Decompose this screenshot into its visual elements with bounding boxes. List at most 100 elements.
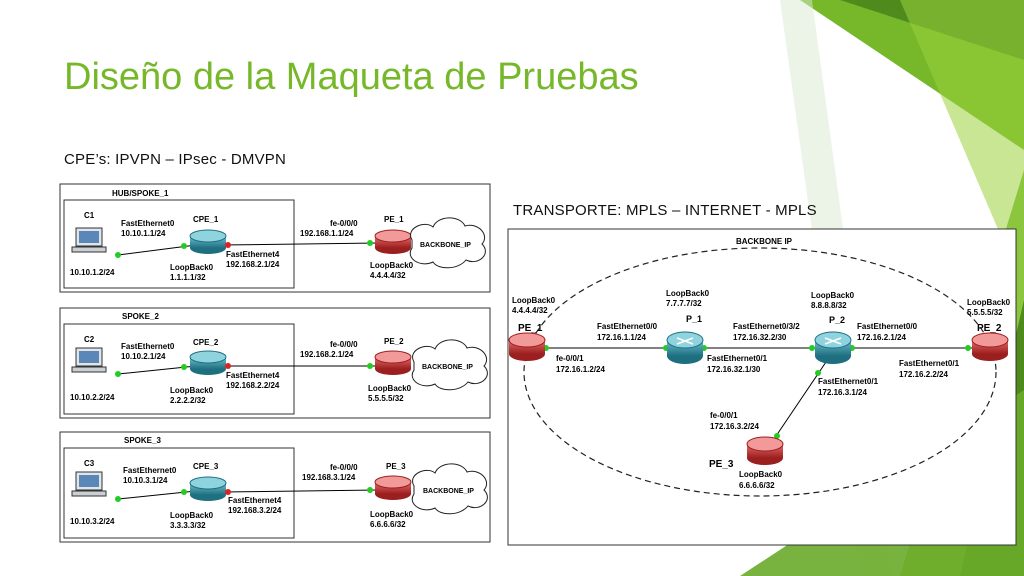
cpe-panel-2: SPOKE_2 C2 10.10.2.2/24 FastEthernet0 10…	[59, 307, 491, 419]
pe2-lb: LoopBack0	[967, 298, 1011, 307]
cpe-heading: CPE’s: IPVPN – IPsec - DMVPN	[64, 151, 287, 168]
panel-title: HUB/SPOKE_1	[112, 189, 169, 198]
panel-title: SPOKE_3	[124, 436, 161, 445]
cpe-name: CPE_2	[193, 338, 219, 347]
pe2-name: PE_2	[977, 323, 1002, 334]
port-led	[225, 363, 231, 369]
port-led	[367, 487, 373, 493]
cpe-wan-ip: 192.168.2.2/24	[226, 381, 280, 390]
port-led	[225, 489, 231, 495]
pe-lb: LoopBack0	[370, 510, 414, 519]
p1-lb-ip: 7.7.7.7/32	[666, 299, 702, 308]
pc-if: FastEthernet0	[121, 219, 175, 228]
port-led	[181, 489, 187, 495]
backbone-panel: BACKBONE IP	[507, 228, 1017, 546]
pe3-if1: fe-0/0/1	[710, 411, 738, 420]
pe1-router-icon	[508, 332, 546, 361]
pc-name: C2	[84, 335, 95, 344]
pe-router-icon	[374, 475, 412, 500]
cpe-panel-3: SPOKE_3 C3 10.10.3.2/24 FastEthernet0 10…	[59, 431, 491, 543]
cpe-router-icon	[189, 476, 227, 501]
pc-ip: 10.10.2.2/24	[70, 393, 115, 402]
pe-if: fe-0/0/0	[330, 340, 358, 349]
port-led	[774, 433, 780, 439]
p2-lb-ip: 8.8.8.8/32	[811, 301, 847, 310]
pe-lb: LoopBack0	[370, 261, 414, 270]
port-led	[965, 345, 971, 351]
pc-name: C1	[84, 211, 95, 220]
cpe-lb-ip: 2.2.2.2/32	[170, 396, 206, 405]
port-led	[181, 243, 187, 249]
wan-link	[221, 242, 379, 246]
cpe-router-icon	[189, 350, 227, 375]
p1-switch-icon	[666, 331, 704, 364]
pe2-if1: FastEthernet0/1	[899, 359, 960, 368]
p1-if2: FastEthernet0/1	[707, 354, 768, 363]
pe2-router-icon	[971, 332, 1009, 361]
pe-if-ip: 192.168.2.1/24	[300, 350, 354, 359]
site-frame	[63, 447, 295, 539]
pe1-lb-ip: 4.4.4.4/32	[512, 306, 548, 315]
pc-if: FastEthernet0	[123, 466, 177, 475]
p1-lb: LoopBack0	[666, 289, 710, 298]
pe-router-icon	[374, 350, 412, 375]
cpe-panel-1: HUB/SPOKE_1 C1 10.10.1.2/24 FastEthernet…	[59, 183, 491, 293]
port-led	[115, 496, 121, 502]
bg-facet-band	[900, 0, 1024, 290]
pc-icon	[71, 227, 107, 253]
cpe-lb: LoopBack0	[170, 511, 214, 520]
p1-if2-ip: 172.16.32.1/30	[707, 365, 761, 374]
port-led	[225, 242, 231, 248]
p2-if2: FastEthernet0/1	[818, 377, 879, 386]
cpe-wan-if: FastEthernet4	[228, 496, 282, 505]
cloud-icon	[411, 463, 488, 515]
backbone-frame	[507, 228, 1017, 546]
p2-if1: FastEthernet0/0	[857, 322, 918, 331]
pe3-lb: LoopBack0	[739, 470, 783, 479]
pe2-if1-ip: 172.16.2.2/24	[899, 370, 948, 379]
pe-if: fe-0/0/0	[330, 219, 358, 228]
pe1-if1-ip: 172.16.1.1/24	[597, 333, 646, 342]
cpe-name: CPE_1	[193, 215, 219, 224]
p2-if1-ip: 172.16.2.1/24	[857, 333, 906, 342]
pe-if-ip: 192.168.1.1/24	[300, 229, 354, 238]
cloud-icon	[411, 339, 488, 391]
p2-name: P_2	[829, 315, 845, 325]
backbone-boundary	[523, 247, 997, 497]
pe3-name: PE_3	[709, 459, 734, 470]
cpe-name: CPE_3	[193, 462, 219, 471]
cpe-lb: LoopBack0	[170, 263, 214, 272]
backbone-title: BACKBONE IP	[736, 237, 793, 246]
pe-lb-ip: 5.5.5.5/32	[368, 394, 404, 403]
pc-if-ip: 10.10.3.1/24	[123, 476, 168, 485]
pe-lb-ip: 6.6.6.6/32	[370, 520, 406, 529]
pe-lb-ip: 4.4.4.4/32	[370, 271, 406, 280]
cpe-router-icon	[189, 229, 227, 254]
pe-name: PE_3	[386, 462, 406, 471]
cpe-lb-ip: 1.1.1.1/32	[170, 273, 206, 282]
pc-name: C3	[84, 459, 95, 468]
pc-if-ip: 10.10.1.1/24	[121, 229, 166, 238]
pe1-lb: LoopBack0	[512, 296, 556, 305]
pc-if: FastEthernet0	[121, 342, 175, 351]
pe3-lb-ip: 6.6.6.6/32	[739, 481, 775, 490]
pc-icon	[71, 347, 107, 373]
port-led	[815, 370, 821, 376]
pe-router-icon	[374, 229, 412, 254]
cloud-icon	[409, 217, 486, 269]
pe-if-ip: 192.168.3.1/24	[302, 473, 356, 482]
pe1-if2-ip: 172.16.1.2/24	[556, 365, 605, 374]
pc-ip: 10.10.3.2/24	[70, 517, 115, 526]
pe1-name: PE_1	[518, 323, 543, 334]
cpe-wan-ip: 192.168.2.1/24	[226, 260, 280, 269]
pe-lb: LoopBack0	[368, 384, 412, 393]
port-led	[367, 363, 373, 369]
slide-title: Diseño de la Maqueta de Pruebas	[64, 56, 639, 98]
cloud-label: BACKBONE_IP	[422, 364, 473, 371]
pe-name: PE_2	[384, 337, 404, 346]
p2-switch-icon	[814, 331, 852, 364]
cloud-label: BACKBONE_IP	[420, 242, 471, 249]
pc-icon	[71, 471, 107, 497]
pe1-if2: fe-0/0/1	[556, 354, 584, 363]
